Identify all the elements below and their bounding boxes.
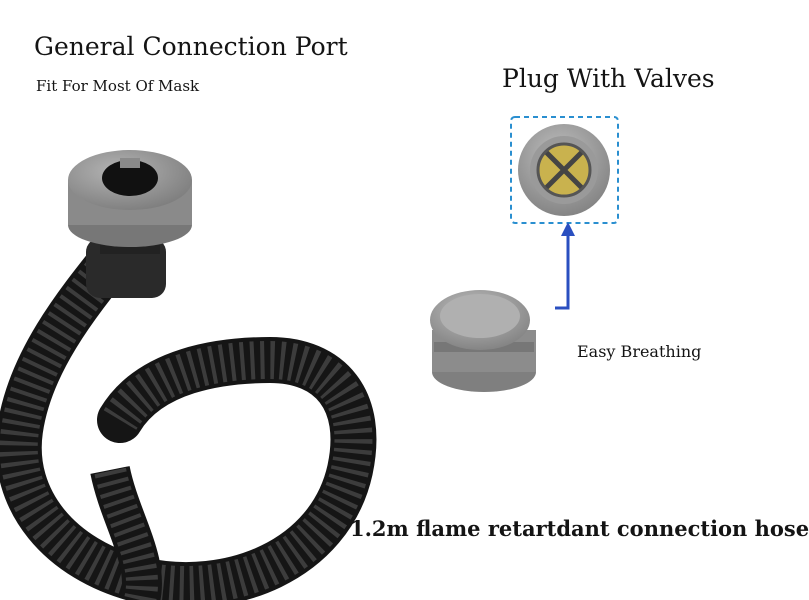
valve-plug-front-image (518, 124, 610, 216)
title-general-connection-port: General Connection Port (34, 32, 348, 61)
subtitle-fit-mask: Fit For Most Of Mask (36, 77, 200, 95)
title-plug-with-valves: Plug With Valves (502, 64, 715, 93)
valve-plug-side-image (430, 290, 536, 392)
connection-port-image (68, 150, 192, 247)
pointer-arrow (555, 222, 575, 310)
label-easy-breathing: Easy Breathing (577, 342, 702, 361)
plug-callout-box (510, 116, 619, 224)
hose-image (0, 227, 377, 600)
label-hose-description: 1.2m flame retartdant connection hose (350, 516, 809, 541)
